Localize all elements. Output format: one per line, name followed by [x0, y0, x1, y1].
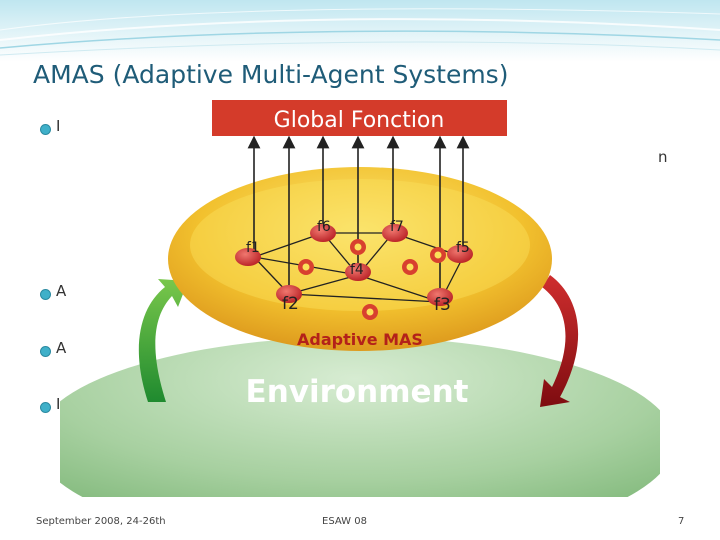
global-function-label: Global Fonction	[274, 108, 445, 133]
bullet-text: A	[56, 339, 67, 357]
footer-event: ESAW 08	[322, 516, 367, 527]
bullet-icon	[40, 402, 51, 413]
down-arrow-icon	[540, 275, 579, 407]
agent-nodes	[235, 224, 473, 306]
agent-node-f5	[447, 245, 473, 263]
amas-diagram: Environment Adaptive MAS	[60, 100, 660, 497]
agent-node-f7	[382, 224, 408, 242]
node-label-f7: f7	[390, 219, 404, 235]
page-number: 7	[678, 516, 685, 527]
footer-date: September 2008, 24-26th	[36, 516, 166, 527]
agent-node-f4	[345, 263, 371, 281]
bullet-text: n	[658, 148, 668, 166]
agent-node-f3	[427, 288, 453, 306]
node-label-f3: f3	[434, 295, 451, 315]
node-label-f2: f2	[282, 294, 299, 314]
bullet-text: I	[56, 117, 61, 135]
node-label-f4: f4	[350, 262, 364, 278]
bullet-icon	[40, 346, 51, 357]
slide-title: AMAS (Adaptive Multi-Agent Systems)	[33, 60, 509, 89]
node-label-f6: f6	[317, 219, 331, 235]
mas-label: Adaptive MAS	[297, 330, 423, 349]
bullet-icon	[40, 289, 51, 300]
bullet-text: A	[56, 282, 67, 300]
global-function-banner	[212, 100, 507, 136]
mas-disc	[168, 167, 552, 351]
header-decoration	[0, 8, 720, 56]
bullet-icon	[40, 124, 51, 135]
output-arrows	[247, 135, 470, 297]
up-arrow-icon	[138, 279, 188, 402]
agent-node-f1	[235, 248, 261, 266]
adaptation-icons	[298, 239, 446, 320]
environment-label: Environment	[246, 374, 469, 410]
bullet-text: I	[56, 395, 61, 413]
node-label-f1: f1	[246, 240, 260, 256]
agent-node-f2	[276, 285, 302, 303]
agent-node-f6	[310, 224, 336, 242]
environment-ground	[60, 337, 660, 497]
node-label-f5: f5	[456, 240, 470, 256]
